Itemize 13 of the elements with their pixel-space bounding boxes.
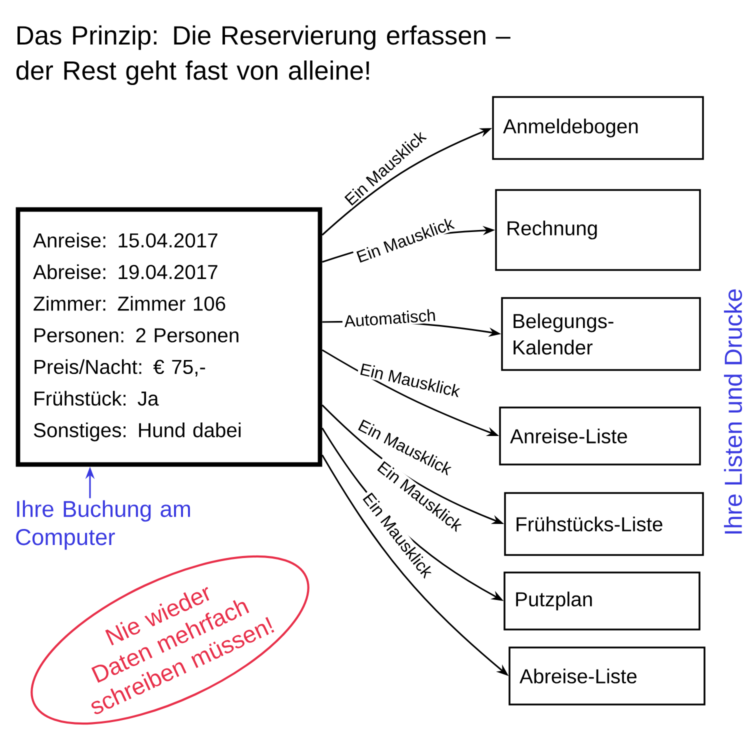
note-text: Ihre Buchung am Computer <box>16 500 190 550</box>
title: Das Prinzip: Die Reservierung erfassen – der Rest geht fast von alleine! <box>16 25 510 86</box>
edge-label: Automatisch <box>342 306 438 330</box>
edge-label: Ein Mausklick <box>356 360 464 400</box>
document-box: Anmeldebogen <box>492 96 704 160</box>
document-box: Rechnung <box>495 189 701 271</box>
side-label: Ihre Listen und Drucke <box>724 289 742 534</box>
document-box: Abreise-Liste <box>508 646 706 706</box>
booking-card: Anreise: 15.04.2017 Abreise: 19.04.2017 Zimmer: Zimmer 106 Personen: 2 Personen Preis/Nacht: € 75,- Frühstück: Ja Sonstiges: Hund dabei <box>16 207 322 467</box>
document-box: Frühstücks-Liste <box>504 492 704 556</box>
document-box: Belegungs-Kalender <box>501 297 701 371</box>
document-box: Putzplan <box>504 572 700 630</box>
document-box: Anreise-Liste <box>499 406 701 466</box>
